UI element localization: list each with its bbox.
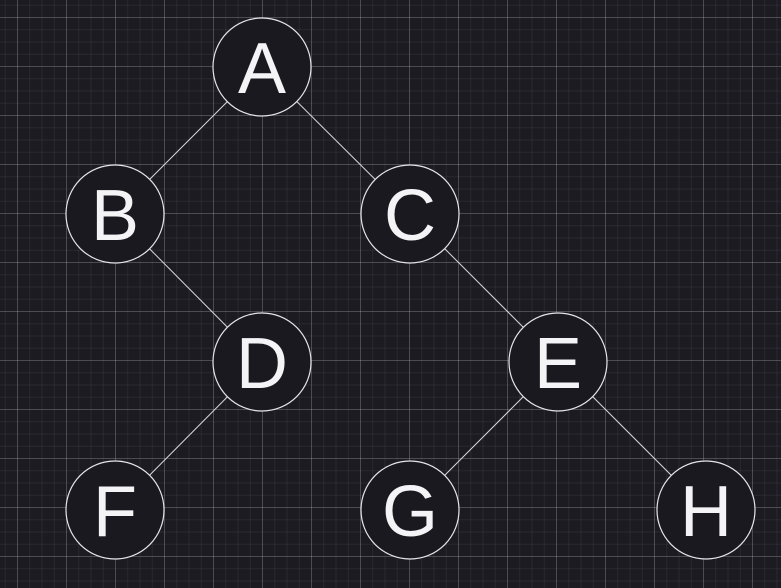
node-g: G: [360, 460, 460, 560]
node-label: B: [91, 176, 139, 256]
edge-a-c: [296, 101, 376, 180]
edge-a-b: [149, 101, 228, 180]
node-f: F: [65, 460, 165, 560]
node-d: D: [212, 312, 312, 412]
nodes-layer: A B C D E F G H: [65, 17, 756, 560]
node-label: H: [680, 472, 732, 552]
node-circle: [360, 460, 460, 560]
node-circle: [360, 164, 460, 264]
node-label: C: [384, 176, 436, 256]
edge-e-h: [592, 396, 672, 476]
node-circle: [656, 460, 756, 560]
node-b: B: [65, 164, 165, 264]
edge-b-d: [149, 248, 228, 328]
edge-c-e: [444, 248, 524, 328]
node-a: A: [212, 17, 312, 117]
node-circle: [212, 17, 312, 117]
edge-d-f: [149, 396, 228, 476]
node-circle: [65, 164, 165, 264]
node-circle: [212, 312, 312, 412]
node-c: C: [360, 164, 460, 264]
node-label: D: [236, 324, 288, 404]
node-h: H: [656, 460, 756, 560]
node-e: E: [508, 312, 608, 412]
node-label: A: [238, 29, 286, 109]
edges-layer: [149, 101, 672, 476]
edge-e-g: [444, 396, 524, 476]
node-label: E: [534, 324, 582, 404]
node-label: F: [93, 472, 137, 552]
node-circle: [65, 460, 165, 560]
node-label: G: [382, 472, 438, 552]
node-circle: [508, 312, 608, 412]
